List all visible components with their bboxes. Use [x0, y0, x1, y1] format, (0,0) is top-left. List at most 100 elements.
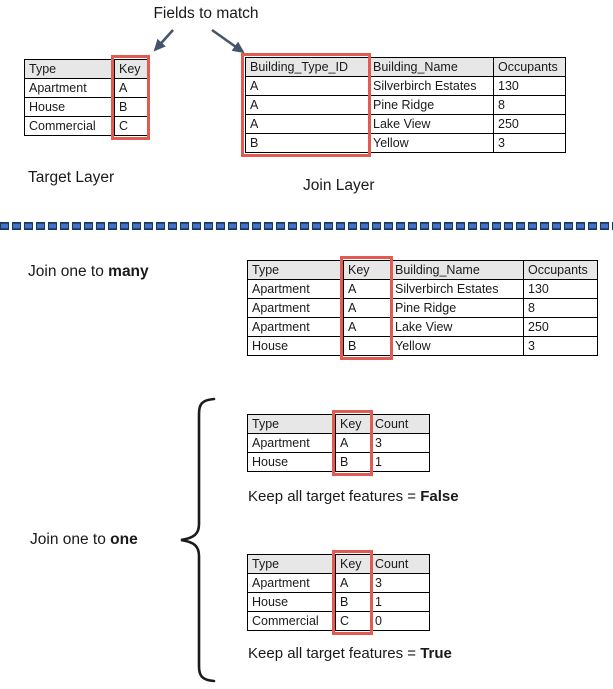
column-header: Type: [247, 414, 336, 434]
table-cell: Lake View: [368, 114, 494, 134]
table-cell: 130: [493, 76, 566, 96]
table-cell: 250: [493, 114, 566, 134]
join-one-to-one-label: Join one to one: [30, 531, 138, 549]
table-cell: 8: [523, 298, 598, 318]
table-cell: Apartment: [247, 298, 344, 318]
column-header: Occupants: [523, 260, 598, 280]
table-cell: Silverbirch Estates: [368, 76, 494, 96]
table-cell: Apartment: [247, 317, 344, 337]
table-cell: C: [335, 611, 371, 631]
table-cell: Yellow: [368, 133, 494, 153]
table-cell: House: [24, 97, 115, 117]
table-cell: 3: [523, 336, 598, 356]
table-cell: Apartment: [24, 78, 115, 98]
join-one-to-one-bold: one: [110, 531, 138, 548]
join-layer-label: Join Layer: [303, 177, 375, 194]
column-header: Type: [247, 554, 336, 574]
table-cell: Yellow: [390, 336, 524, 356]
table-cell: A: [245, 114, 369, 134]
table-cell: 130: [523, 279, 598, 299]
down-right-arrow-icon: [211, 28, 245, 54]
table-cell: Commercial: [247, 611, 336, 631]
column-header: Building_Type_ID: [245, 57, 369, 77]
column-header: Type: [24, 59, 115, 79]
table-cell: A: [245, 95, 369, 115]
column-header: Count: [370, 414, 430, 434]
table-cell: 0: [370, 611, 430, 631]
table-cell: Pine Ridge: [390, 298, 524, 318]
column-header: Type: [247, 260, 344, 280]
column-header: Count: [370, 554, 430, 574]
table-cell: Apartment: [247, 279, 344, 299]
keep-true-prefix: Keep all target features =: [248, 645, 421, 662]
fields-to-match-label: Fields to match: [153, 5, 259, 22]
join-one-to-many-bold: many: [108, 263, 149, 280]
table-cell: House: [247, 452, 336, 472]
table-cell: A: [343, 317, 391, 337]
table-cell: B: [343, 336, 391, 356]
table-cell: Silverbirch Estates: [390, 279, 524, 299]
table-cell: Pine Ridge: [368, 95, 494, 115]
table-cell: 3: [370, 573, 430, 593]
column-header: Building_Name: [390, 260, 524, 280]
table-cell: Apartment: [247, 433, 336, 453]
column-header: Key: [114, 59, 148, 79]
column-header: Building_Name: [368, 57, 494, 77]
table-cell: A: [343, 298, 391, 318]
table-cell: A: [335, 433, 371, 453]
column-header: Key: [335, 414, 371, 434]
table-cell: A: [245, 76, 369, 96]
table-cell: B: [335, 592, 371, 612]
table-cell: C: [114, 116, 148, 136]
table-cell: B: [335, 452, 371, 472]
table-cell: B: [114, 97, 148, 117]
table-cell: A: [114, 78, 148, 98]
table-cell: House: [247, 592, 336, 612]
table-cell: 1: [370, 452, 430, 472]
table-cell: Lake View: [390, 317, 524, 337]
table-cell: 1: [370, 592, 430, 612]
column-header: Key: [343, 260, 391, 280]
keep-false-bold: False: [420, 488, 459, 505]
join-one-to-many-prefix: Join one to: [28, 263, 109, 280]
table-cell: 3: [370, 433, 430, 453]
table-cell: 250: [523, 317, 598, 337]
keep-false-label: Keep all target features = False: [248, 488, 459, 505]
table-cell: 8: [493, 95, 566, 115]
target-layer-label: Target Layer: [28, 169, 115, 186]
down-left-arrow-icon: [153, 29, 174, 52]
keep-true-label: Keep all target features = True: [248, 645, 452, 662]
table-cell: A: [335, 573, 371, 593]
keep-true-bold: True: [420, 645, 452, 662]
table-cell: Apartment: [247, 573, 336, 593]
column-header: Occupants: [493, 57, 566, 77]
table-cell: A: [343, 279, 391, 299]
column-header: Key: [335, 554, 371, 574]
